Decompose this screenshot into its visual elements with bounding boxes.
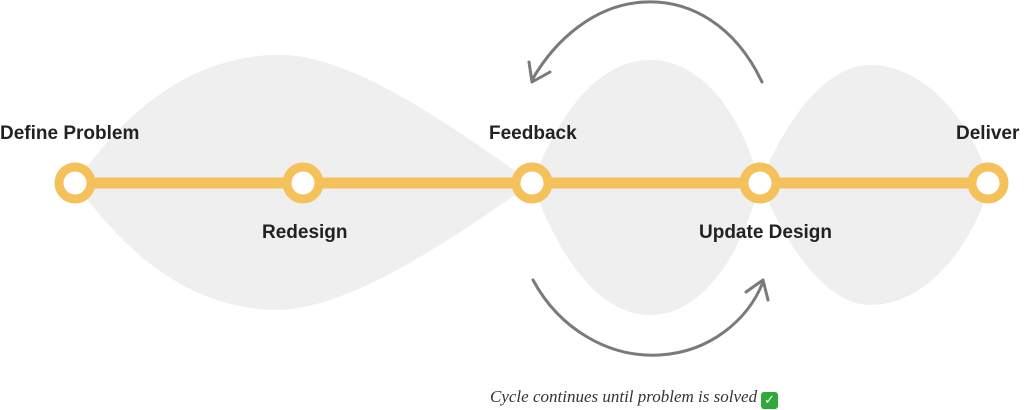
cycle-caption-text: Cycle continues until problem is solved — [490, 387, 758, 406]
node-feedback — [511, 162, 553, 204]
loop-arrowhead-bottom — [744, 278, 770, 302]
node-redesign — [282, 162, 324, 204]
label-redesign: Redesign — [262, 222, 348, 243]
cycle-caption: Cycle continues until problem is solved✓ — [490, 387, 779, 409]
label-update-design: Update Design — [699, 222, 833, 243]
loop-arrowhead-top — [527, 60, 552, 84]
node-update-design — [739, 162, 781, 204]
label-feedback: Feedback — [489, 123, 577, 144]
label-define-problem: Define Problem — [0, 123, 140, 144]
check-mark-icon: ✓ — [761, 392, 779, 409]
node-deliver — [967, 162, 1009, 204]
node-define-problem — [54, 162, 96, 204]
loop-arrow-top — [530, 0, 764, 84]
loop-arrow-bottom — [531, 278, 765, 357]
label-deliver: Deliver — [956, 123, 1020, 144]
